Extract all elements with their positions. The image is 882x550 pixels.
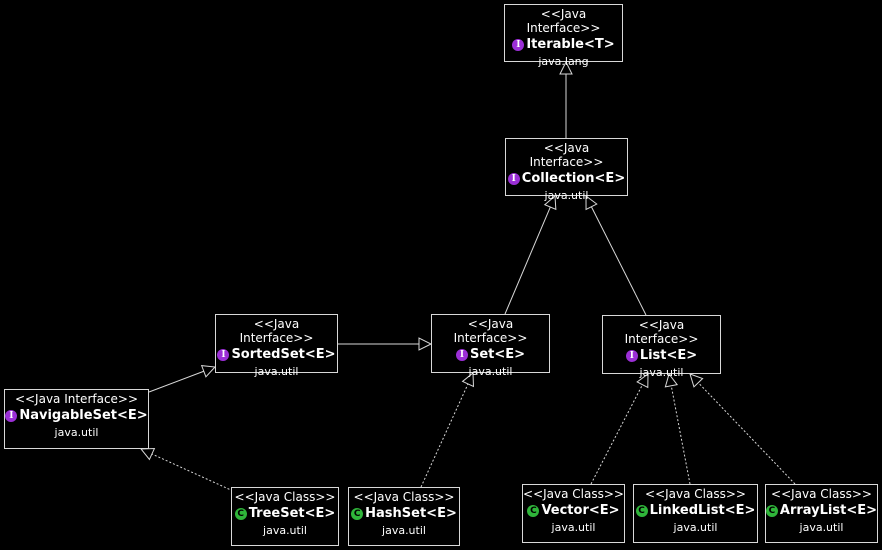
- stereotype-label: <<Java Interface>>: [526, 7, 601, 35]
- arrowhead-list: [664, 372, 679, 388]
- class-name: NavigableSet<E>: [19, 408, 148, 423]
- interface-icon: I: [512, 39, 525, 51]
- class-icon: C: [635, 505, 648, 517]
- interface-icon: I: [5, 410, 18, 422]
- interface-icon: I: [625, 350, 638, 362]
- class-icon: C: [234, 508, 247, 520]
- class-icon: C: [527, 505, 540, 517]
- package-label: java.util: [254, 365, 299, 378]
- package-label: java.util: [263, 524, 307, 537]
- package-label: java.util: [551, 521, 596, 534]
- stereotype-label: <<Java Class>>: [234, 490, 336, 504]
- edge-linkedlist-to-list: [670, 385, 691, 485]
- class-name: ArrayList<E>: [779, 503, 877, 518]
- arrowhead-collection: [585, 195, 598, 211]
- class-name: Set<E>: [469, 347, 526, 362]
- arrowhead-list: [636, 373, 649, 389]
- arrowhead-set: [461, 371, 475, 388]
- stereotype-label: <<Java Interface>>: [529, 141, 604, 169]
- arrowhead-collection: [543, 194, 557, 211]
- stereotype-label: <<Java Interface>>: [14, 392, 139, 406]
- arrowhead-iterable: [559, 60, 573, 75]
- interface-icon: I: [455, 349, 468, 361]
- arrowhead-list: [689, 373, 704, 388]
- arrowhead-set: [418, 337, 433, 351]
- package-label: java.lang: [538, 55, 589, 68]
- stereotype-label: <<Java Class>>: [353, 490, 455, 504]
- package-label: java.util: [639, 366, 684, 379]
- edge-treeset-to-navigableset: [151, 453, 234, 492]
- edge-navigableset-to-sortedset: [148, 370, 204, 393]
- edge-list-to-collection: [590, 206, 647, 316]
- class-icon: C: [351, 508, 364, 520]
- class-name: Collection<E>: [521, 171, 626, 186]
- interface-icon: I: [217, 349, 230, 361]
- stereotype-label: <<Java Class>>: [771, 487, 872, 501]
- stereotype-label: <<Java Interface>>: [624, 318, 699, 346]
- class-name: SortedSet<E>: [231, 347, 336, 362]
- stereotype-label: <<Java Class>>: [523, 487, 624, 501]
- package-label: java.util: [544, 189, 589, 202]
- package-label: java.util: [468, 365, 513, 378]
- stereotype-label: <<Java Class>>: [645, 487, 746, 501]
- edge-set-to-collection: [504, 206, 551, 315]
- package-label: java.util: [673, 521, 718, 534]
- stereotype-label: <<Java Interface>>: [239, 317, 314, 345]
- class-name: Iterable<T>: [526, 37, 615, 52]
- stereotype-label: <<Java Interface>>: [453, 317, 528, 345]
- arrowhead-navigableset: [139, 447, 156, 461]
- edge-arraylist-to-list: [697, 382, 796, 485]
- edge-vector-to-list: [590, 384, 643, 485]
- class-name: Vector<E>: [541, 503, 620, 518]
- package-label: java.util: [382, 524, 426, 537]
- class-name: HashSet<E>: [365, 506, 457, 521]
- class-icon: C: [766, 505, 778, 517]
- arrowhead-sortedset: [200, 365, 217, 378]
- interface-icon: I: [507, 173, 520, 185]
- edge-hashset-to-set: [420, 383, 469, 488]
- package-label: java.util: [799, 521, 844, 534]
- class-name: List<E>: [639, 348, 698, 363]
- class-name: TreeSet<E>: [248, 506, 336, 521]
- package-label: java.util: [54, 426, 99, 439]
- class-name: LinkedList<E>: [649, 503, 756, 518]
